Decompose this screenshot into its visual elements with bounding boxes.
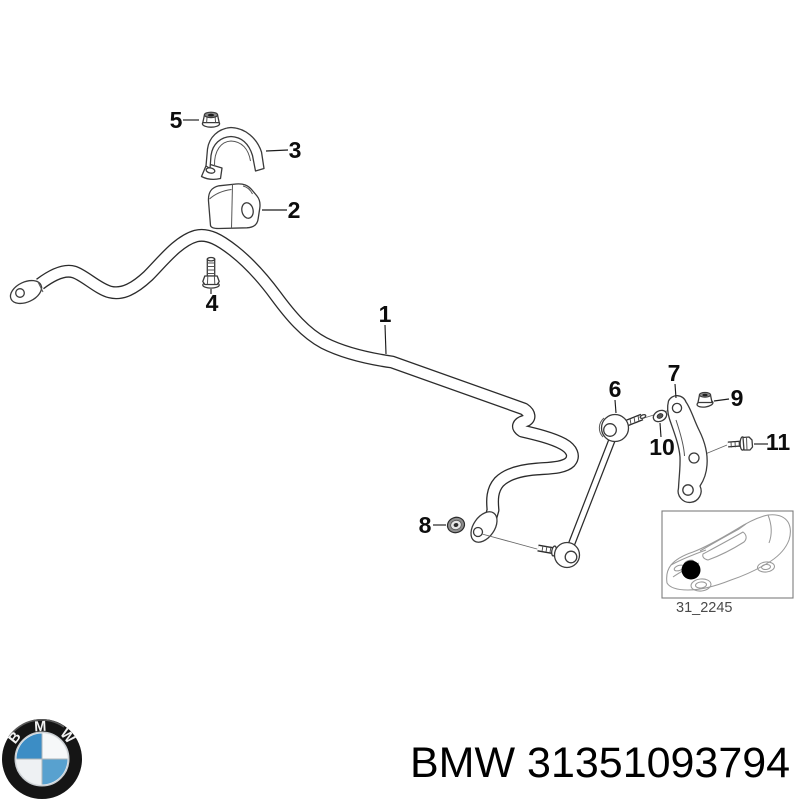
part-label-10: 10: [649, 434, 675, 460]
stabilizer-link: [537, 413, 647, 569]
bracket-hole-middle: [688, 452, 700, 464]
part-label-2: 2: [288, 197, 301, 223]
thumbnail-code: 31_2245: [676, 600, 732, 616]
bar-left-eyelet: [9, 279, 44, 305]
part-label-3: 3: [289, 137, 302, 163]
nut-5: [201, 111, 221, 128]
bmw-logo: B M W: [2, 719, 82, 799]
roundel-quadrant-top-right: [42, 733, 68, 759]
bracket-hole-top: [671, 402, 683, 414]
part-label-8: 8: [419, 512, 432, 538]
part-number-text: BMW 31351093794: [410, 739, 790, 787]
bracket-foot-hole: [205, 167, 216, 174]
roundel-quadrant-bottom-right: [42, 759, 68, 785]
roundel-quadrant-top-left: [16, 733, 42, 759]
part-label-9: 9: [731, 385, 744, 411]
nut-9: [696, 391, 714, 408]
clamp-bracket: [200, 126, 265, 181]
part-label-7: 7: [668, 360, 681, 386]
bolt-11: [727, 436, 754, 451]
stabilizer-bushing: [207, 183, 261, 230]
assembly-line-link-to-eyelet: [481, 533, 538, 550]
part-label-1: 1: [379, 301, 392, 327]
part-label-11: 11: [766, 429, 791, 455]
bracket-7: [666, 395, 708, 504]
part-label-5: 5: [170, 107, 183, 133]
logo-letter-m: M: [34, 719, 47, 736]
link-lower-ball-joint: [553, 541, 581, 569]
bolt-4: [202, 256, 220, 289]
link-upper-ball-joint: [600, 413, 630, 443]
location-dot: [681, 560, 701, 580]
roundel-quadrant-bottom-left: [16, 759, 42, 785]
nut-8: [446, 516, 466, 534]
bracket-hole-bottom: [682, 484, 694, 496]
bushing-bore: [241, 202, 254, 219]
stabilizer-bar: [9, 228, 579, 543]
leader-lines: [183, 119, 768, 526]
part-label-4: 4: [206, 290, 219, 316]
part-label-6: 6: [609, 376, 622, 402]
washer-10: [652, 409, 668, 423]
bar-right-eyelet: [470, 511, 498, 543]
car-thumbnail: 31_2245: [661, 510, 794, 616]
